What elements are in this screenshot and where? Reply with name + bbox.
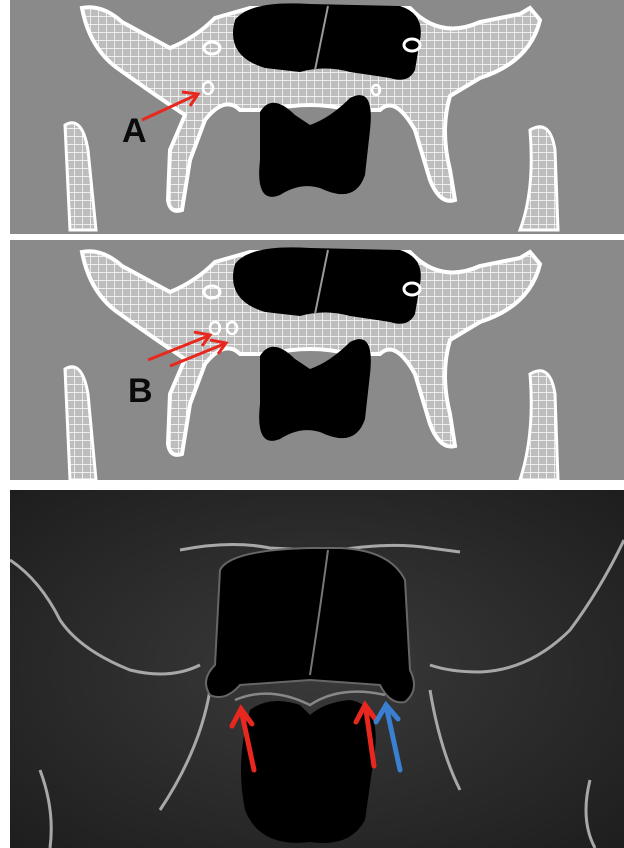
sinus-cavity bbox=[206, 548, 414, 702]
schematic-diagram-a bbox=[10, 0, 624, 234]
ct-scan-panel bbox=[10, 490, 624, 848]
panel-label-b: B bbox=[128, 374, 153, 408]
panel-label-a: A bbox=[122, 114, 147, 148]
schematic-diagram-b bbox=[10, 240, 624, 480]
schematic-panel-b: B bbox=[10, 240, 624, 480]
schematic-panel-a: A bbox=[10, 0, 624, 234]
ct-scan-image bbox=[10, 490, 624, 848]
